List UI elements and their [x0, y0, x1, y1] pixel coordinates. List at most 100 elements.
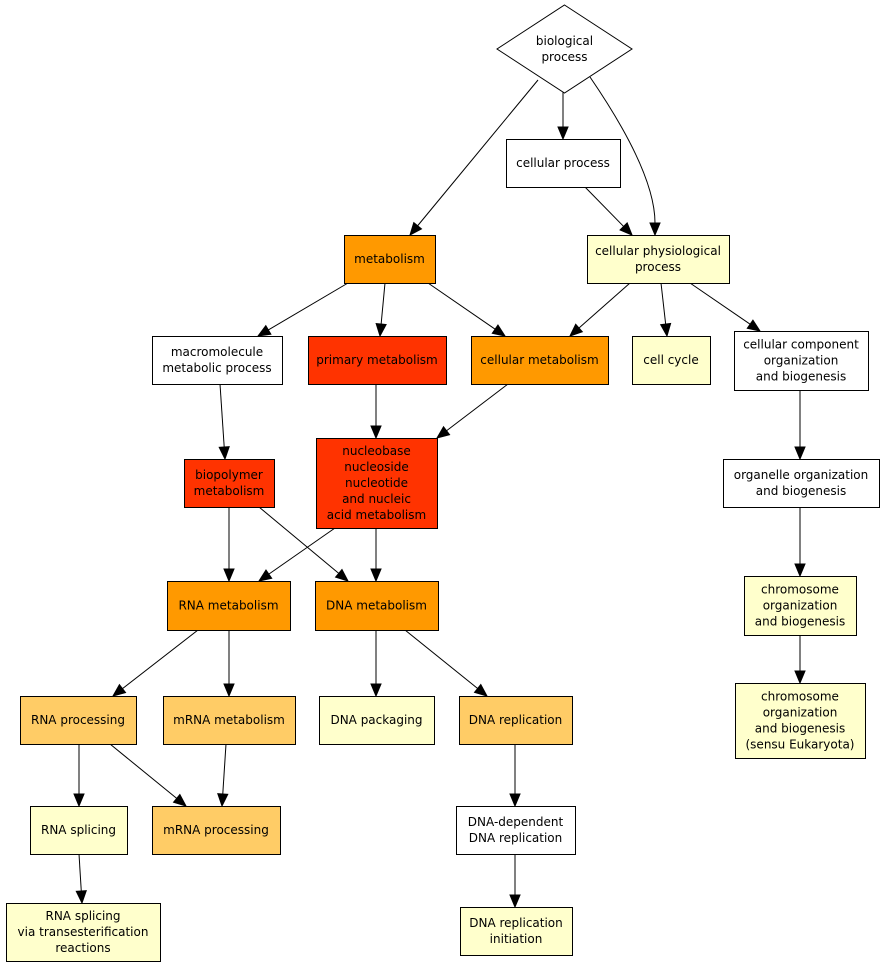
edge-cellular-process-to-cellular-physiological-process: [584, 186, 633, 236]
edge-nucleic-acid-metabolism-to-rna-metabolism: [257, 527, 336, 582]
edge-line: [584, 186, 624, 227]
node-rna-metabolism[interactable]: RNA metabolism: [167, 581, 291, 631]
edge-rna-metabolism-to-rna-processing: [111, 629, 199, 697]
arrowhead: [75, 890, 87, 905]
node-rna-splicing[interactable]: RNA splicing: [30, 806, 128, 855]
arrowhead: [491, 324, 507, 337]
node-label-line: mRNA metabolism: [173, 713, 285, 727]
edge-dna-metabolism-to-dna-packaging: [370, 630, 382, 698]
node-rna-processing[interactable]: RNA processing: [20, 696, 137, 745]
arrowhead: [223, 683, 235, 698]
edge-line: [660, 282, 667, 325]
arrowhead: [73, 793, 85, 808]
node-label-line: nucleoside: [344, 460, 408, 474]
node-box-shape: [315, 581, 439, 631]
node-box-shape: [587, 235, 730, 284]
arrowhead: [370, 425, 382, 440]
node-box-shape: [316, 438, 438, 529]
node-dna-replication[interactable]: DNA replication: [459, 696, 573, 745]
node-label-line: DNA packaging: [330, 713, 422, 727]
arrowhead: [375, 323, 387, 338]
edge-line: [258, 506, 340, 574]
node-dna-packaging[interactable]: DNA packaging: [319, 696, 435, 745]
arrowhead: [509, 793, 521, 808]
node-box-shape: [308, 336, 447, 385]
edge-line: [446, 383, 509, 432]
node-label-line: DNA replication: [469, 713, 563, 727]
node-cell-cycle[interactable]: cell cycle: [632, 336, 711, 385]
edge-line: [427, 282, 496, 330]
node-dna-metabolism[interactable]: DNA metabolism: [315, 581, 439, 631]
node-label-line: and biogenesis: [756, 370, 847, 384]
edge-line: [689, 282, 751, 325]
edge-line: [268, 282, 349, 331]
node-box-shape: [471, 336, 609, 385]
node-label-line: DNA replication: [469, 916, 563, 930]
node-label-line: organization: [763, 706, 838, 720]
arrowhead: [217, 793, 229, 808]
node-box-shape: [344, 235, 436, 284]
node-mrna-processing[interactable]: mRNA processing: [152, 806, 281, 855]
arrowhead: [509, 894, 521, 909]
node-metabolism[interactable]: metabolism: [344, 235, 436, 284]
edge-rna-processing-to-mrna-processing: [109, 743, 188, 807]
node-box-shape: [506, 139, 621, 188]
edge-line: [380, 282, 386, 325]
edge-cellular-physiological-process-to-cell-cycle: [659, 282, 672, 338]
edge-line: [589, 76, 656, 224]
node-label-line: macromolecule: [171, 345, 263, 359]
edge-rna-processing-to-rna-splicing: [73, 744, 85, 808]
node-label-line: primary metabolism: [316, 353, 437, 367]
edge-nucleic-acid-metabolism-to-dna-metabolism: [370, 528, 382, 583]
node-label-line: RNA processing: [31, 713, 125, 727]
node-cellular-process[interactable]: cellular process: [506, 139, 621, 188]
node-label-line: process: [541, 50, 587, 64]
node-box-shape: [6, 903, 161, 962]
edge-line: [404, 629, 478, 689]
arrowhead: [557, 126, 569, 141]
node-cellular-metabolism[interactable]: cellular metabolism: [471, 336, 609, 385]
edge-dna-replication-to-dna-dependent-dna-replication: [509, 744, 521, 808]
node-box-shape: [459, 696, 573, 745]
node-label-line: DNA-dependent: [468, 815, 564, 829]
node-label-line: process: [635, 260, 681, 274]
arrowhead: [569, 323, 584, 337]
node-box-shape: [744, 576, 857, 636]
node-primary-metabolism[interactable]: primary metabolism: [308, 336, 447, 385]
node-label-line: cellular process: [516, 156, 610, 170]
edge-dna-dependent-dna-replication-to-dna-replication-initiation: [509, 854, 521, 909]
arrowhead: [370, 683, 382, 698]
node-box-shape: [30, 806, 128, 855]
node-label-line: organization: [764, 354, 839, 368]
edge-line: [578, 282, 631, 329]
node-label-line: and biogenesis: [755, 615, 846, 629]
node-box-shape: [456, 806, 576, 855]
node-label-line: chromosome: [761, 583, 839, 597]
edge-chromosome-organization-to-chromosome-organization-eukaryota: [794, 635, 806, 685]
arrowhead: [794, 563, 806, 578]
node-label-line: biopolymer: [195, 468, 263, 482]
arrowhead: [619, 222, 633, 236]
edge-dna-metabolism-to-dna-replication: [404, 629, 489, 697]
edge-line: [268, 527, 336, 575]
arrowhead: [794, 670, 806, 685]
edge-biological-process-to-cellular-physiological-process: [589, 76, 661, 237]
arrowhead: [111, 683, 127, 697]
edge-biological-process-to-cellular-process: [557, 92, 569, 141]
node-mrna-metabolism[interactable]: mRNA metabolism: [163, 696, 296, 745]
arrowhead: [334, 568, 349, 582]
